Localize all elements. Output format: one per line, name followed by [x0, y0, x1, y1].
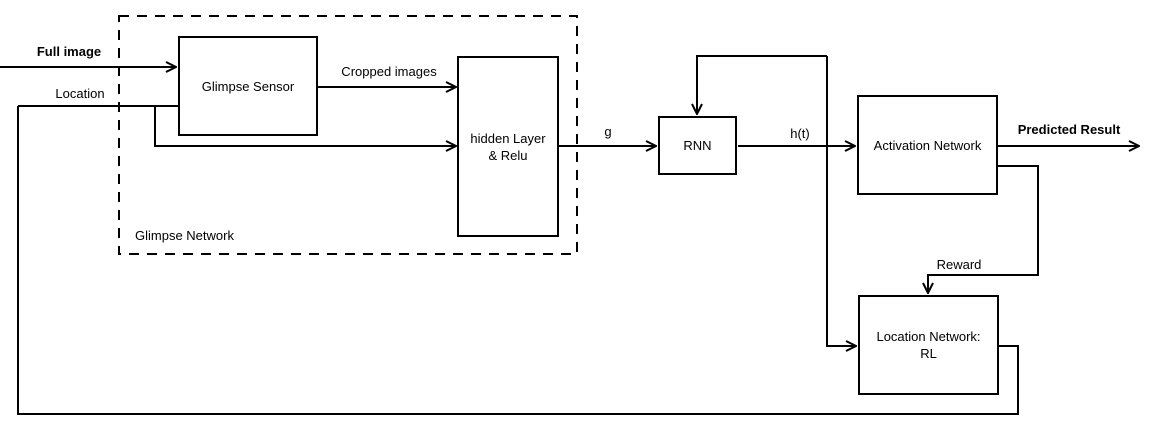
glimpse-sensor-label: Glimpse Sensor [201, 78, 295, 94]
node-activation-network: Activation Network [857, 95, 998, 195]
node-hidden-layer: hidden Layer & Relu [457, 56, 559, 237]
activation-network-label: Activation Network [873, 137, 982, 153]
edge-location-feedback-loop [17, 106, 1019, 415]
reward-label: Reward [936, 257, 982, 272]
edge-state-to-location-network [826, 56, 856, 346]
hidden-layer-label-line2: & Relu [488, 147, 528, 163]
location-label: Location [55, 86, 105, 101]
location-network-label-line2: RL [920, 346, 937, 361]
full-image-label: Full image [36, 44, 102, 59]
node-rnn: RNN [658, 116, 737, 175]
predicted-result-label: Predicted Result [1017, 122, 1121, 137]
hidden-layer-label-line1: hidden Layer [470, 130, 546, 146]
edge-location-to-hidden-layer [154, 106, 456, 146]
location-network-label-line1: Location Network: [876, 329, 981, 344]
edge-reward [928, 165, 1039, 293]
node-location-network: Location Network: RL [858, 295, 999, 395]
h-t-label: h(t) [790, 126, 810, 141]
node-glimpse-sensor: Glimpse Sensor [178, 36, 318, 136]
cropped-images-label: Cropped images [341, 64, 437, 79]
g-label: g [604, 124, 612, 139]
rnn-label: RNN [683, 138, 712, 153]
glimpse-network-group-label: Glimpse Network [135, 228, 234, 243]
edge-rnn-recurrent-loop [697, 55, 827, 114]
glimpse-network-group-box [118, 15, 578, 255]
